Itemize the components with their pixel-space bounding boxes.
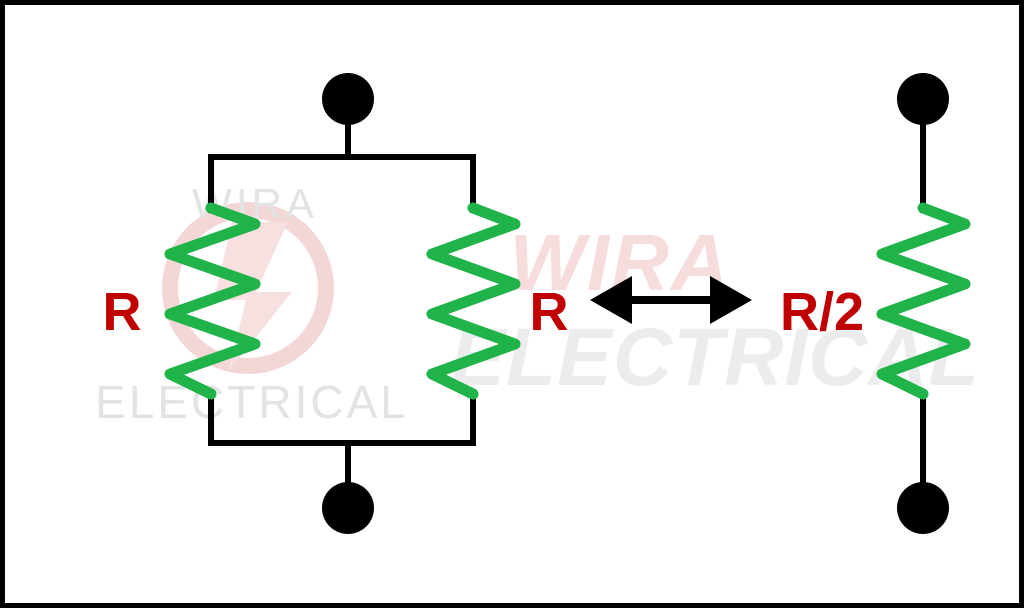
left-resistor bbox=[164, 202, 261, 400]
equivalent-resistor-label: R/2 bbox=[780, 282, 864, 342]
parallel-network bbox=[208, 97, 476, 508]
bottom-bus-wire bbox=[208, 391, 476, 446]
watermark-bolt-icon bbox=[214, 222, 292, 372]
equivalent-resistor bbox=[876, 202, 971, 400]
watermark-ring bbox=[162, 202, 334, 374]
watermark-small-bottom: ELECTRICAL bbox=[95, 376, 409, 428]
right-resistor-label: R bbox=[530, 282, 569, 342]
top-terminal-node bbox=[322, 73, 374, 125]
right-resistor bbox=[426, 202, 521, 400]
watermark-logo: WIRA ELECTRICAL WIRA ELECTRICAL bbox=[95, 180, 979, 428]
bottom-terminal-node bbox=[322, 482, 374, 534]
double-arrow-icon bbox=[590, 276, 752, 324]
equivalent-bottom-node bbox=[897, 482, 949, 534]
equivalent-top-node bbox=[897, 73, 949, 125]
watermark-large-bottom: ELECTRICAL bbox=[450, 312, 979, 403]
left-resistor-label: R bbox=[103, 282, 142, 342]
top-bus-wire bbox=[208, 154, 476, 213]
